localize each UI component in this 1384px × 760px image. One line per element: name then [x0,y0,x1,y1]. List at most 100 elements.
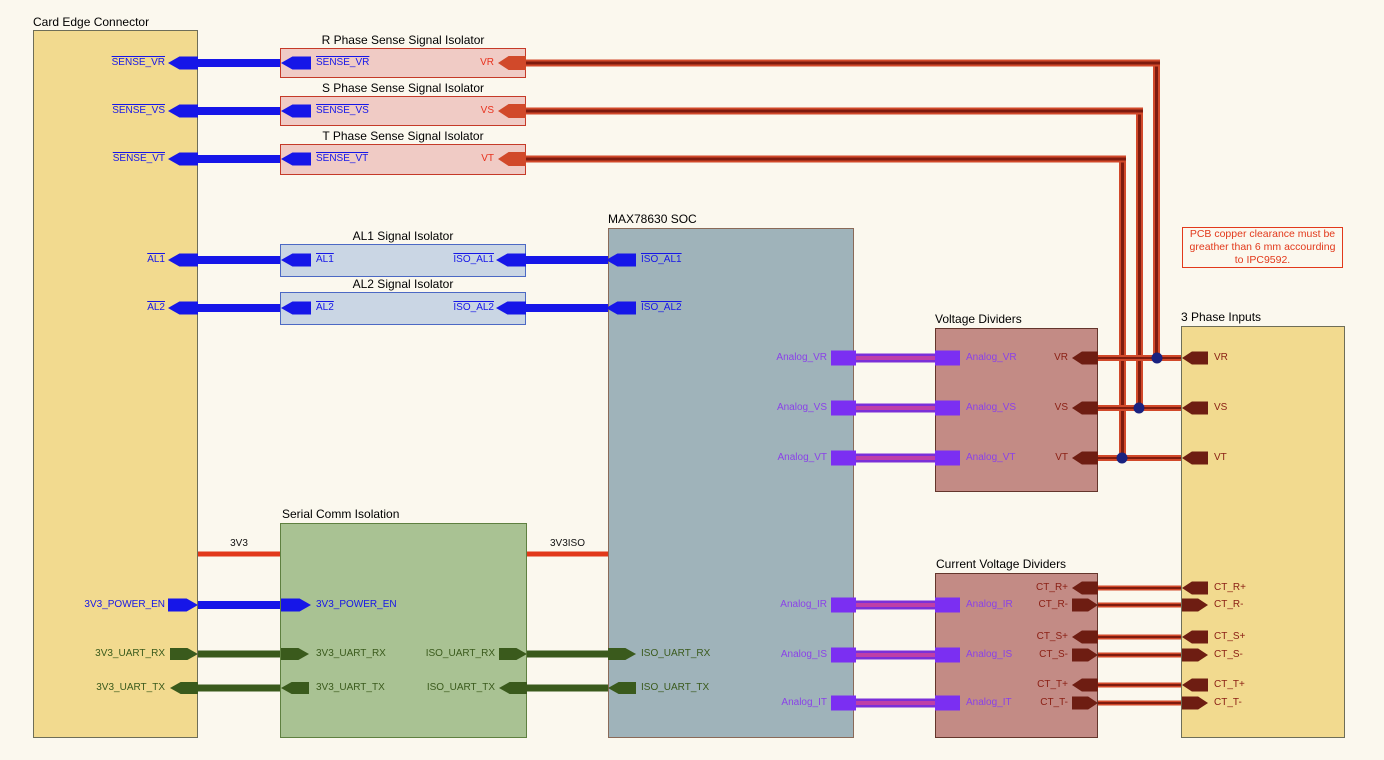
pin-label-siso-vs: VS [480,105,494,116]
pin-label-cvd-analog-is: Analog_IS [966,649,1013,660]
pin-label-3pi-ct-r-plus: CT_R+ [1214,582,1246,593]
pin-label-cvd-analog-it: Analog_IT [966,697,1012,708]
wire-vs-top [526,107,1143,115]
pin-label-soc-analog-vt: Analog_VT [777,452,827,463]
block-al1-isolator[interactable] [280,244,526,277]
pin-label-soc-analog-it: Analog_IT [781,697,827,708]
block-al2-isolator[interactable] [280,292,526,325]
pin-label-sci-iso-uart-tx: ISO_UART_TX [426,682,495,693]
pin-label-card-3v3-power-en: 3V3_POWER_EN [84,599,165,610]
port-sci-iso-uart-tx-icon [499,682,527,694]
port-3pi-vt-icon [1182,451,1208,465]
wire-analog-vs [854,403,935,413]
pin-label-3pi-ct-s-minus: CT_S- [1214,649,1243,660]
pin-label-card-sense-vt: SENSE_VT [112,153,165,164]
wire-analog-vr [854,353,935,363]
port-al2iso-iso-al2-icon [496,301,526,315]
title-current-voltage-dividers: Current Voltage Dividers [936,557,1067,571]
pin-label-card-al1: AL1 [147,254,165,265]
pin-label-sci-uart-tx: 3V3_UART_TX [316,682,385,693]
wire-vd-vt [1098,455,1181,461]
port-cvd-analog-it-icon [935,695,960,711]
pin-label-3pi-ct-r-minus: CT_R- [1214,599,1244,610]
pin-label-vd-vs: VS [1054,402,1068,413]
port-siso-vs-icon [498,104,526,118]
pin-label-soc-analog-ir: Analog_IR [780,599,827,610]
pin-label-sci-uart-rx: 3V3_UART_RX [316,648,386,659]
port-riso-vr-icon [498,56,526,70]
title-t-phase-isolator: T Phase Sense Signal Isolator [322,129,484,143]
pin-label-cvd-ct-r-plus: CT_R+ [1036,582,1068,593]
port-card-3v3-power-en-icon [168,598,198,612]
port-soc-analog-it-icon [831,695,856,711]
pin-label-cvd-analog-ir: Analog_IR [966,599,1013,610]
block-serial-comm-isolation[interactable] [280,523,527,738]
port-card-sense-vs-icon [168,104,198,118]
pin-label-3pi-ct-t-minus: CT_T- [1214,697,1242,708]
port-soc-analog-ir-icon [831,597,856,613]
wire-3v3-uart-rx [198,650,280,658]
wire-iso-al2 [526,304,608,312]
port-tiso-sense-vt-icon [281,152,311,166]
port-vd-vr-icon [1072,351,1098,365]
pin-label-al2iso-iso-al2: ISO_AL2 [453,302,494,313]
wire-analog-it [854,698,935,708]
wire-3v3-uart-tx [198,684,280,692]
note-line-2: greather than 6 mm accourding [1189,241,1336,253]
title-voltage-dividers: Voltage Dividers [935,312,1022,326]
junction-dot-vr [1151,352,1163,364]
wire-sense-vr [198,59,280,67]
port-soc-iso-al1-icon [606,253,636,267]
title-al1-isolator: AL1 Signal Isolator [352,229,454,243]
port-soc-iso-al2-icon [606,301,636,315]
wire-ct-t-plus [1098,682,1181,688]
wire-label-3v3: 3V3 [230,538,248,549]
port-3pi-ct-s-minus-icon [1182,648,1208,662]
port-card-sense-vt-icon [168,152,198,166]
pin-label-soc-analog-is: Analog_IS [780,649,827,660]
pin-label-soc-iso-al1: ISO_AL1 [641,254,682,265]
wire-iso-uart-rx [527,650,608,658]
port-cvd-ct-s-plus-icon [1072,630,1098,644]
port-3pi-ct-t-plus-icon [1182,678,1208,692]
block-card-edge-connector[interactable] [33,30,198,738]
block-3-phase-inputs[interactable] [1181,326,1345,738]
note-line-3: to IPC9592. [1234,254,1291,266]
port-cvd-analog-ir-icon [935,597,960,613]
pin-label-card-sense-vr: SENSE_VR [111,57,165,68]
port-3pi-ct-t-minus-icon [1182,696,1208,710]
wire-3v3 [198,551,280,557]
pin-label-al2iso-al2: AL2 [316,302,334,313]
block-current-voltage-dividers[interactable] [935,573,1098,738]
pin-label-vd-analog-vr: Analog_VR [966,352,1017,363]
block-s-phase-isolator[interactable] [280,96,526,126]
pin-label-siso-sense-vs: SENSE_VS [316,105,369,116]
wire-iso-uart-tx [527,684,608,692]
pin-label-sci-iso-uart-rx: ISO_UART_RX [425,648,495,659]
wire-ct-r-plus [1098,585,1181,591]
pin-label-cvd-ct-s-plus: CT_S+ [1036,631,1068,642]
port-riso-sense-vr-icon [281,56,311,70]
port-al2iso-al2-icon [281,301,311,315]
pin-label-cvd-ct-s-minus: CT_S- [1039,649,1068,660]
pin-label-cvd-ct-t-plus: CT_T+ [1037,679,1068,690]
pin-label-vd-vr: VR [1054,352,1068,363]
title-s-phase-isolator: S Phase Sense Signal Isolator [321,81,485,95]
block-max78630-soc[interactable] [608,228,854,738]
wire-ct-r-minus [1098,602,1181,608]
pin-label-3pi-vs: VS [1214,402,1228,413]
wire-vr-vertical [1153,60,1160,361]
port-sci-3v3-power-en-icon [281,598,311,612]
pin-label-card-al2: AL2 [147,302,165,313]
block-r-phase-isolator[interactable] [280,48,526,78]
title-card-edge-connector: Card Edge Connector [33,15,150,29]
port-card-uart-tx-icon [170,682,198,694]
port-vd-analog-vs-icon [935,400,960,416]
block-t-phase-isolator[interactable] [280,144,526,175]
pin-label-vd-analog-vs: Analog_VS [966,402,1017,413]
pin-label-3pi-ct-t-plus: CT_T+ [1214,679,1245,690]
port-card-al1-icon [168,253,198,267]
pin-label-riso-sense-vr: SENSE_VR [316,57,370,68]
note-line-1: PCB copper clearance must be [1189,228,1336,240]
note-box[interactable]: PCB copper clearance must be greather th… [1182,227,1343,268]
